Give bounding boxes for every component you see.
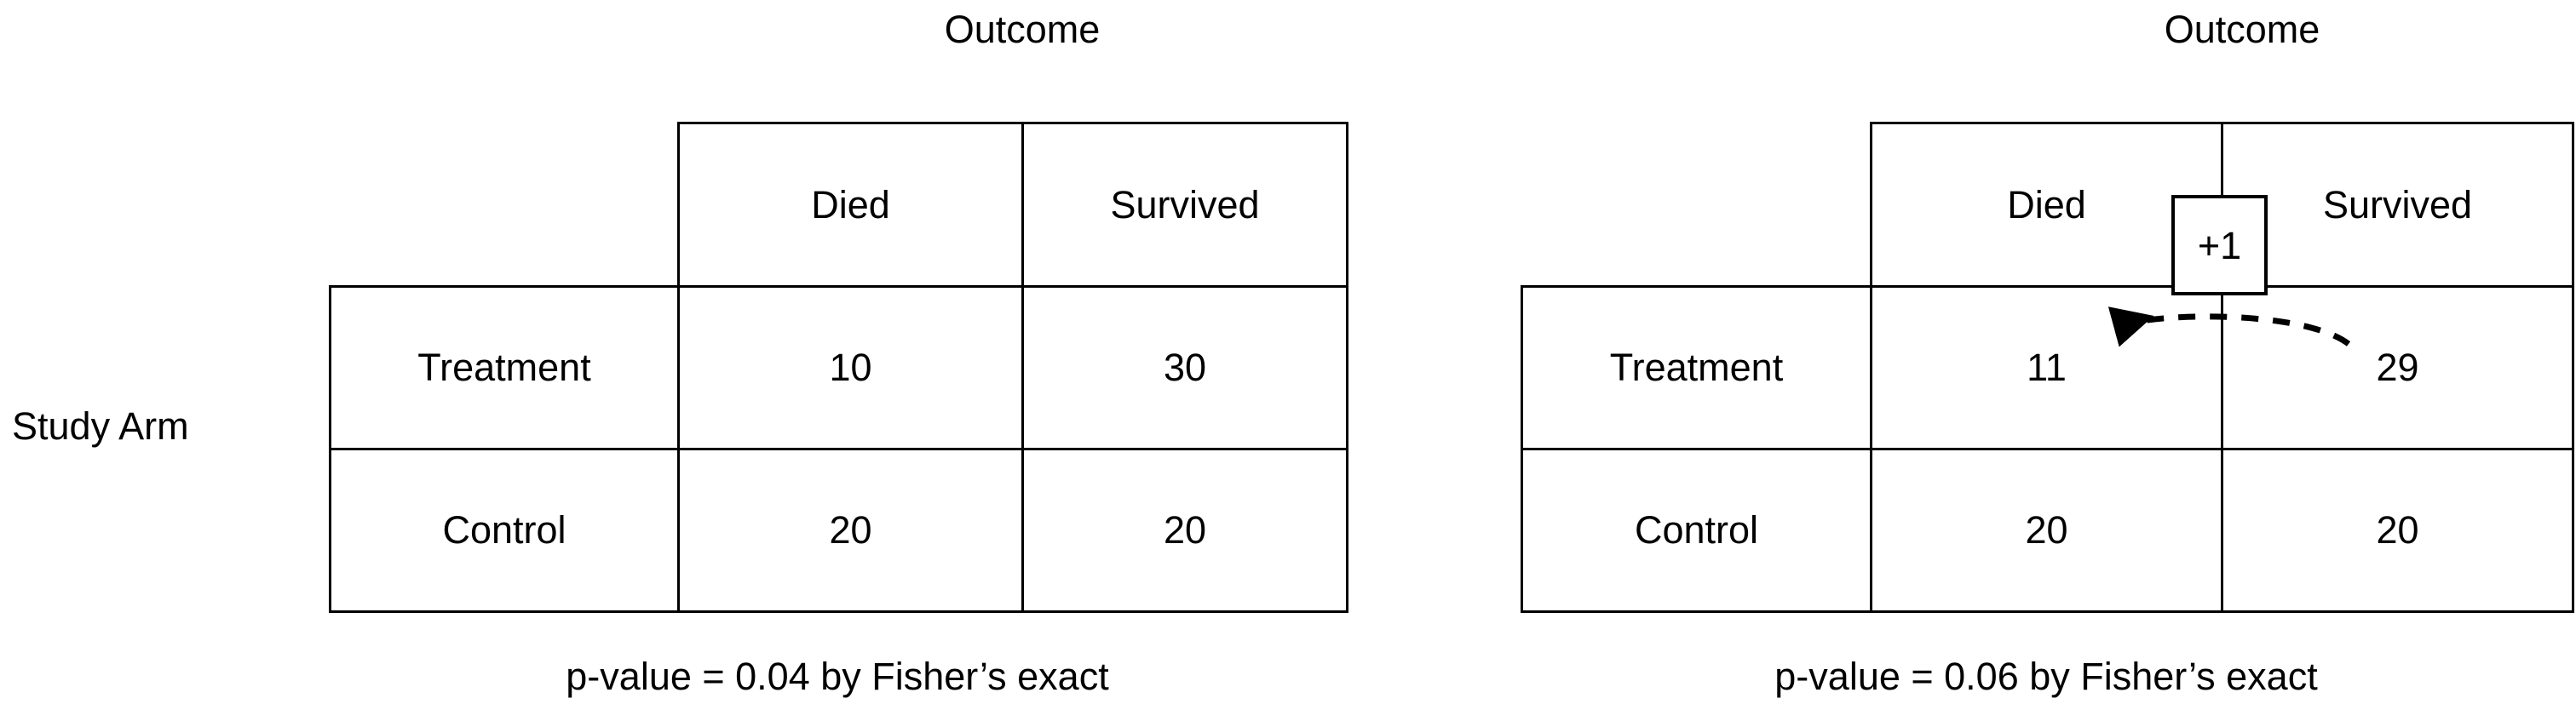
table-row: Treatment 10 30 — [329, 285, 1348, 450]
table-row: Treatment 11 29 — [1521, 285, 2574, 450]
cell-control-died: 20 — [1870, 448, 2223, 613]
cell-treatment-survived: 29 — [2221, 285, 2574, 450]
row-header-control: Control — [1521, 448, 1872, 613]
contingency-table-perturbed: Died Survived Treatment 11 29 Control 20… — [1521, 122, 2574, 613]
table-row: Control 20 20 — [329, 448, 1348, 613]
table-header-row: Died Survived — [331, 122, 1348, 288]
row-header-control: Control — [329, 448, 680, 613]
table-corner-cell — [331, 123, 679, 287]
contingency-table-original: Died Survived Treatment 10 30 Control 20… — [329, 122, 1348, 613]
cell-control-died: 20 — [677, 448, 1024, 613]
panel-original: Outcome Study Arm Died Survived Treatmen… — [12, 8, 1348, 696]
plus-one-badge: +1 — [2171, 195, 2268, 295]
column-header-died: Died — [1870, 122, 2223, 288]
caption-p-value-original: p-value = 0.04 by Fisher’s exact — [566, 655, 1109, 698]
table-row: Control 20 20 — [1521, 448, 2574, 613]
column-header-survived: Survived — [2221, 122, 2574, 288]
cell-treatment-died: 11 — [1870, 285, 2223, 450]
cell-treatment-died: 10 — [677, 285, 1024, 450]
cell-treatment-survived: 30 — [1021, 285, 1348, 450]
outcome-dimension-label-right: Outcome — [2164, 8, 2320, 51]
panel-perturbed: Outcome Died Survived Treatment 11 29 — [1288, 0, 2576, 727]
row-header-treatment: Treatment — [1521, 285, 1872, 450]
cell-control-survived: 20 — [2221, 448, 2574, 613]
row-header-treatment: Treatment — [329, 285, 680, 450]
study-arm-dimension-label: Study Arm — [12, 404, 189, 448]
cell-control-survived: 20 — [1021, 448, 1348, 613]
table-header-row: Died Survived — [1522, 122, 2574, 288]
outcome-dimension-label-left: Outcome — [944, 8, 1101, 51]
caption-p-value-perturbed: p-value = 0.06 by Fisher’s exact — [1774, 655, 2318, 698]
table-corner-cell — [1522, 123, 1872, 287]
column-header-died: Died — [677, 122, 1024, 288]
column-header-survived: Survived — [1021, 122, 1348, 288]
